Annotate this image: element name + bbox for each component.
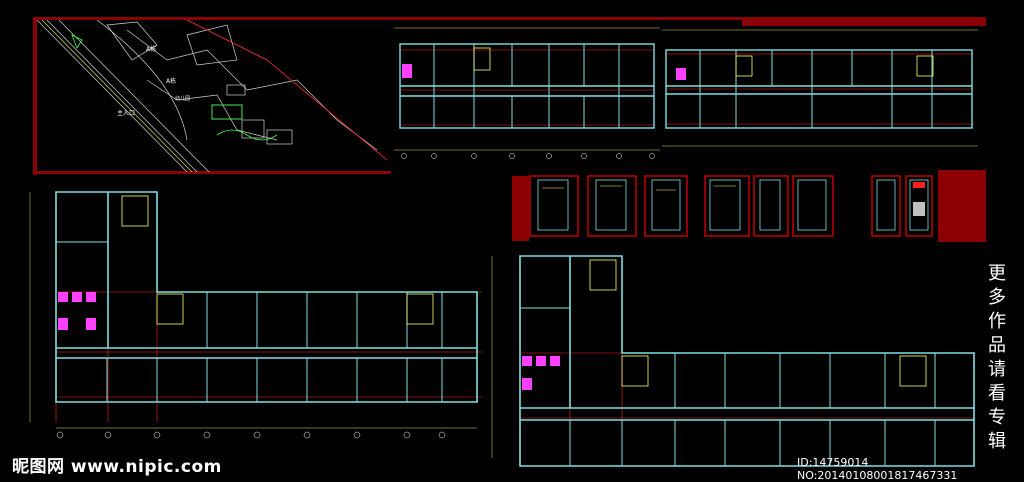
side-caption-char: 请 xyxy=(988,359,1006,380)
left-red-bar xyxy=(33,17,37,175)
watermark: 昵图网 www.nipic.com xyxy=(12,452,222,477)
side-caption-char: 作 xyxy=(988,311,1006,332)
watermark-brand: 昵图网 xyxy=(12,457,65,477)
side-caption-char: 品 xyxy=(988,335,1006,356)
side-caption-char: 专 xyxy=(988,407,1006,428)
side-caption-char: 更 xyxy=(988,263,1006,284)
top-red-bar xyxy=(33,17,986,20)
floor-plan-right-l-shape xyxy=(491,255,976,467)
side-caption-char: 看 xyxy=(988,383,1006,404)
bottom-left-red-bar xyxy=(33,171,391,174)
floor-plan-top-middle xyxy=(394,27,660,159)
site-label-entrance: 主入口 xyxy=(117,110,136,117)
site-label-kindergarten: 幼儿园 xyxy=(175,96,191,102)
side-caption-char: 多 xyxy=(988,287,1006,308)
image-id-label: ID:14759014 NO:20140108001817467331 xyxy=(797,456,958,482)
side-caption-char: 辑 xyxy=(988,431,1006,452)
site-label-a2: A栋 xyxy=(166,78,177,85)
side-caption: 更 多 作 品 请 看 专 辑 xyxy=(985,262,1009,454)
thumb-strip-left-red xyxy=(512,176,529,241)
top-right-red-band xyxy=(742,17,986,26)
site-label-a1: A栋 xyxy=(146,46,157,53)
thumbnail-plans xyxy=(529,175,933,237)
floor-plan-left-l-shape xyxy=(29,191,482,439)
thumb-strip-right-red xyxy=(938,170,986,242)
floor-plan-top-right xyxy=(662,29,978,147)
watermark-url: www.nipic.com xyxy=(70,457,222,477)
site-plan xyxy=(37,20,387,172)
